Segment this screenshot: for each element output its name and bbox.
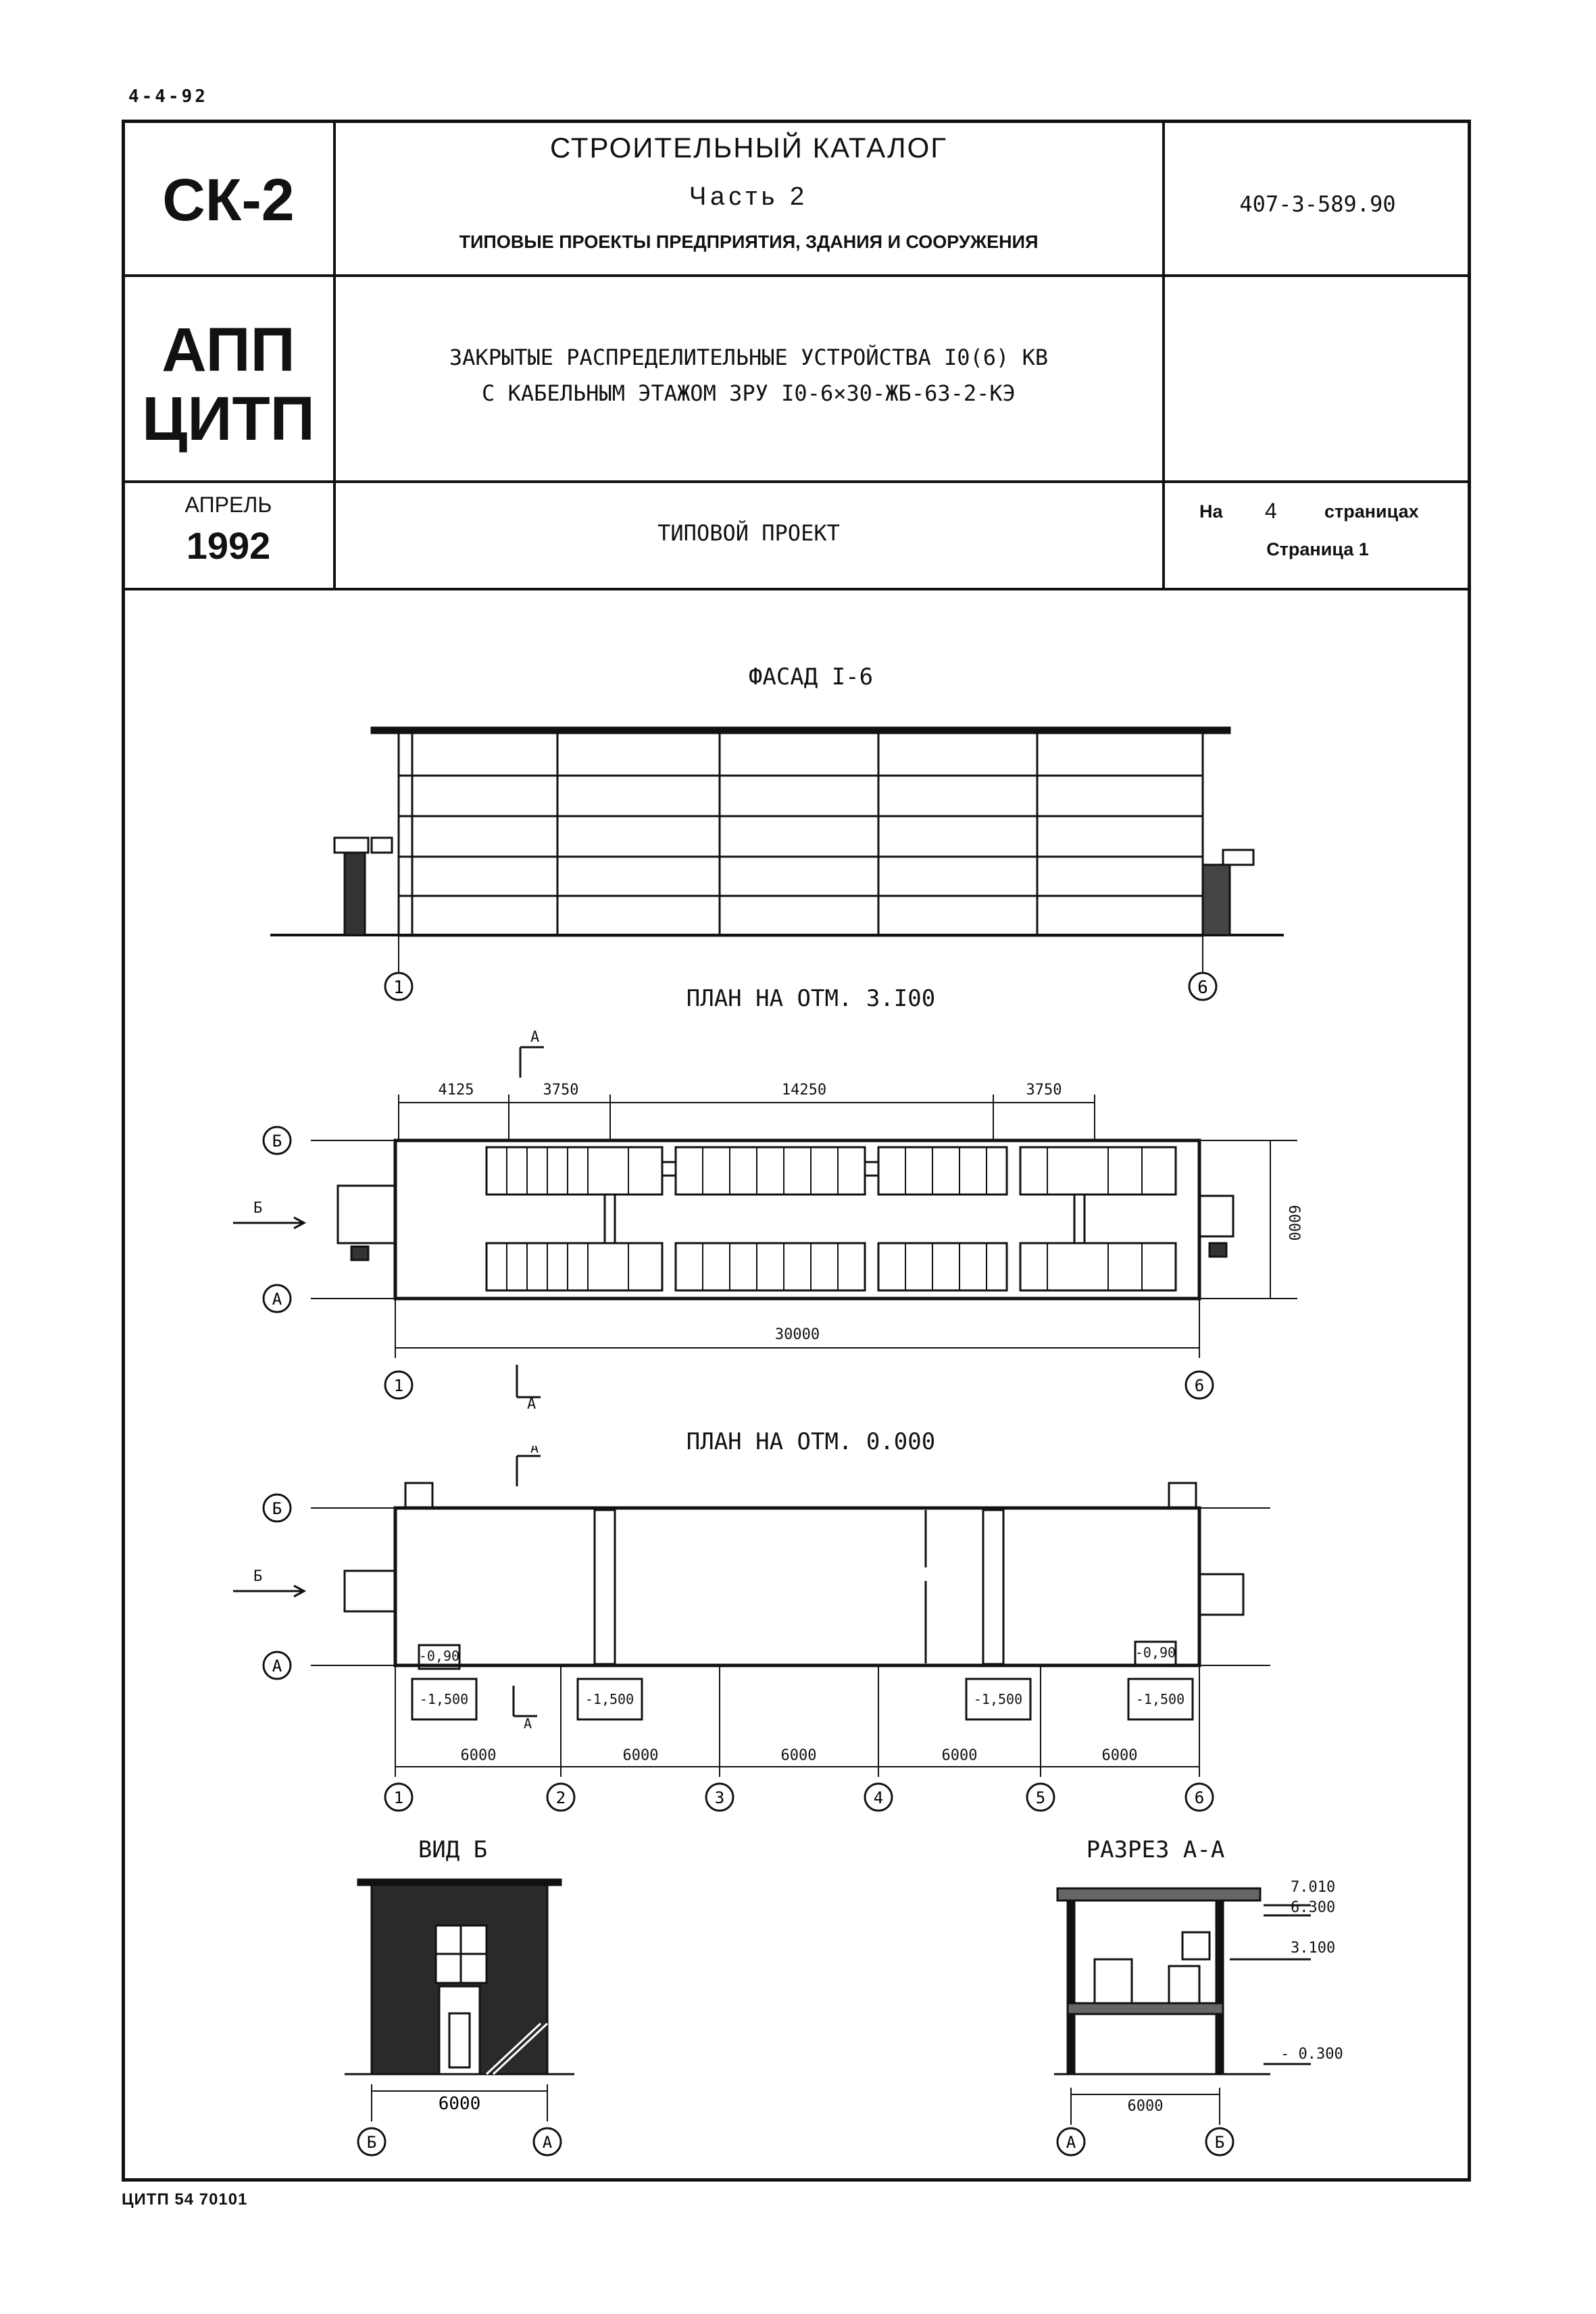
axis-marker: А [532,2127,562,2157]
project-type: ТИПОВОЙ ПРОЕКТ [657,520,840,546]
level-label: - 0.300 [1280,2046,1343,2063]
catalog-subtitle: ТИПОВЫЕ ПРОЕКТЫ ПРЕДПРИЯТИЯ, ЗДАНИЯ И СО… [459,232,1039,252]
project-title-line1: ЗАКРЫТЫЕ РАСПРЕДЕЛИТЕЛЬНЫЕ УСТРОЙСТВА I0… [449,345,1049,370]
section-mark-label: А [527,1396,536,1412]
level-label: 3.100 [1291,1940,1335,1957]
dim-label: 6000 [1102,1747,1138,1764]
pages-prefix: На [1199,501,1223,522]
dim-label: 3750 [543,1082,579,1099]
plan-upper-drawing: А А 4125 3750 14250 3750 30000 6000 Б Б … [233,1029,1302,1412]
axis-marker: 6 [1188,936,1218,1001]
svg-text:Б: Б [272,1132,282,1151]
issue-year: 1992 [186,524,271,567]
catalog-title: СТРОИТЕЛЬНЫЙ КАТАЛОГ [549,132,948,164]
issue-month: АПРЕЛЬ [184,493,272,517]
svg-text:5: 5 [1036,1788,1045,1807]
dim-label: 6000 [942,1747,978,1764]
axis-marker: 5 [1026,1782,1055,1812]
plan-ground-title: ПЛАН НА ОТМ. 0.000 [686,1428,936,1455]
axis-1-label: 1 [393,978,404,998]
catalog-part: Часть 2 [689,182,809,211]
axis-marker: 1 [384,936,414,1001]
svg-text:1: 1 [394,1376,403,1395]
level-label: -1,500 [585,1691,634,1707]
svg-text:6: 6 [1195,1788,1204,1807]
level-label: -0,90 [1135,1644,1176,1661]
axis-marker: 1 [384,1782,414,1812]
axis-marker: 6 [1184,1370,1214,1400]
svg-text:А: А [543,2133,553,2152]
level-label: 6.300 [1291,1899,1335,1916]
header-divider [122,274,1471,277]
header-divider [122,480,1471,483]
svg-text:3: 3 [715,1788,724,1807]
pages-suffix: страницах [1324,501,1419,522]
series-code: СК-2 [162,166,295,233]
dim-label: 3750 [1026,1082,1062,1099]
header-divider [1162,120,1165,589]
section-drawing: 7.010 6.300 3.100 - 0.300 6000 А Б [1054,1879,1343,2157]
dim-label: 4125 [439,1082,474,1099]
dim-label: 6000 [461,1747,497,1764]
plan-ground-drawing: А А Б -0,90 -0,90 -1,500 -1,500 -1,500 -… [233,1446,1270,1812]
pages-count: 4 [1265,499,1277,523]
section-mark-label: А [524,1715,532,1732]
page-number: Страница 1 [1266,539,1369,559]
axis-marker: Б [262,1126,292,1155]
svg-text:1: 1 [394,1788,403,1807]
level-label: 7.010 [1291,1879,1335,1896]
dim-label: 14250 [782,1082,826,1099]
org-name-line1: АПП [161,316,295,384]
axis-6-label: 6 [1197,978,1208,998]
axis-marker: 3 [705,1782,734,1812]
svg-text:А: А [272,1657,282,1676]
section-mark-label: А [530,1029,539,1046]
axis-marker: Б [262,1493,292,1523]
section-title: РАЗРЕЗ А-А [1086,1836,1225,1863]
svg-text:2: 2 [556,1788,566,1807]
project-title-line2: С КАБЕЛЬНЫМ ЭТАЖОМ ЗРУ I0-6×30-ЖБ-63-2-К… [482,380,1016,406]
dim-label: 6000 [1285,1205,1302,1241]
header-divider [122,588,1471,590]
page-frame [122,120,1471,2182]
level-label: -1,500 [420,1691,468,1707]
plan-upper-title: ПЛАН НА ОТМ. 3.I00 [686,985,936,1012]
axis-marker: 6 [1184,1782,1214,1812]
dim-label: 30000 [775,1326,820,1343]
svg-text:Б: Б [272,1499,282,1518]
project-number: 407-3-589.90 [1239,191,1396,217]
view-b-drawing: 6000 Б А [345,1878,574,2157]
facade-title: ФАСАД I-6 [748,663,874,690]
axis-marker: А [1056,2127,1086,2157]
svg-text:А: А [272,1290,282,1309]
svg-text:6: 6 [1195,1376,1204,1395]
document-code: 4-4-92 [128,86,208,107]
svg-text:4: 4 [874,1788,883,1807]
level-label: -1,500 [974,1691,1022,1707]
dim-label: 6000 [781,1747,817,1764]
view-mark-label: Б [253,1568,262,1585]
axis-marker: Б [357,2127,386,2157]
svg-text:А: А [1066,2133,1076,2152]
header-divider [333,120,336,589]
view-mark-label: Б [253,1200,262,1217]
view-b-title: ВИД Б [418,1836,488,1863]
facade-drawing: 1 6 [270,726,1284,1001]
dim-label: 6000 [623,1747,659,1764]
footer-code: ЦИТП 54 70101 [122,2190,248,2209]
level-label: -0,90 [419,1648,459,1664]
org-name-line2: ЦИТП [142,384,315,453]
dim-label: 6000 [1128,2098,1164,2115]
svg-text:Б: Б [367,2133,376,2152]
axis-marker: А [262,1651,292,1680]
axis-marker: 2 [546,1782,576,1812]
level-label: -1,500 [1136,1691,1184,1707]
section-mark-label: А [530,1446,539,1456]
axis-marker: А [262,1284,292,1313]
svg-text:Б: Б [1215,2133,1224,2152]
axis-marker: Б [1205,2127,1235,2157]
axis-marker: 1 [384,1370,414,1400]
axis-marker: 4 [864,1782,893,1812]
dim-label: 6000 [439,2094,481,2114]
